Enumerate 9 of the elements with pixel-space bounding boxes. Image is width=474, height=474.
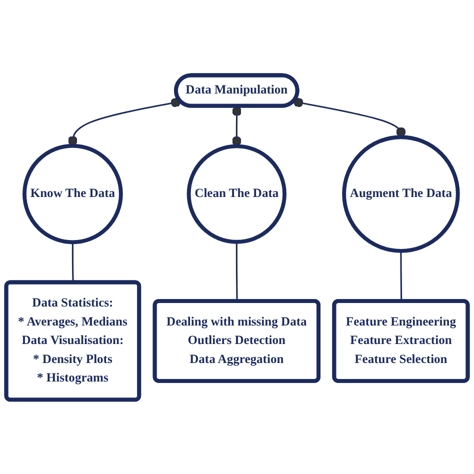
connector: [68, 97, 181, 146]
connector: [293, 97, 406, 137]
node-circle: Know The Data: [22, 143, 123, 244]
node-circle: Clean The Data: [186, 144, 286, 244]
connector: [400, 250, 402, 301]
connector: [236, 241, 238, 301]
connector: [232, 106, 242, 146]
connector: [72, 242, 74, 282]
node-circle: Augment The Data: [342, 134, 460, 252]
